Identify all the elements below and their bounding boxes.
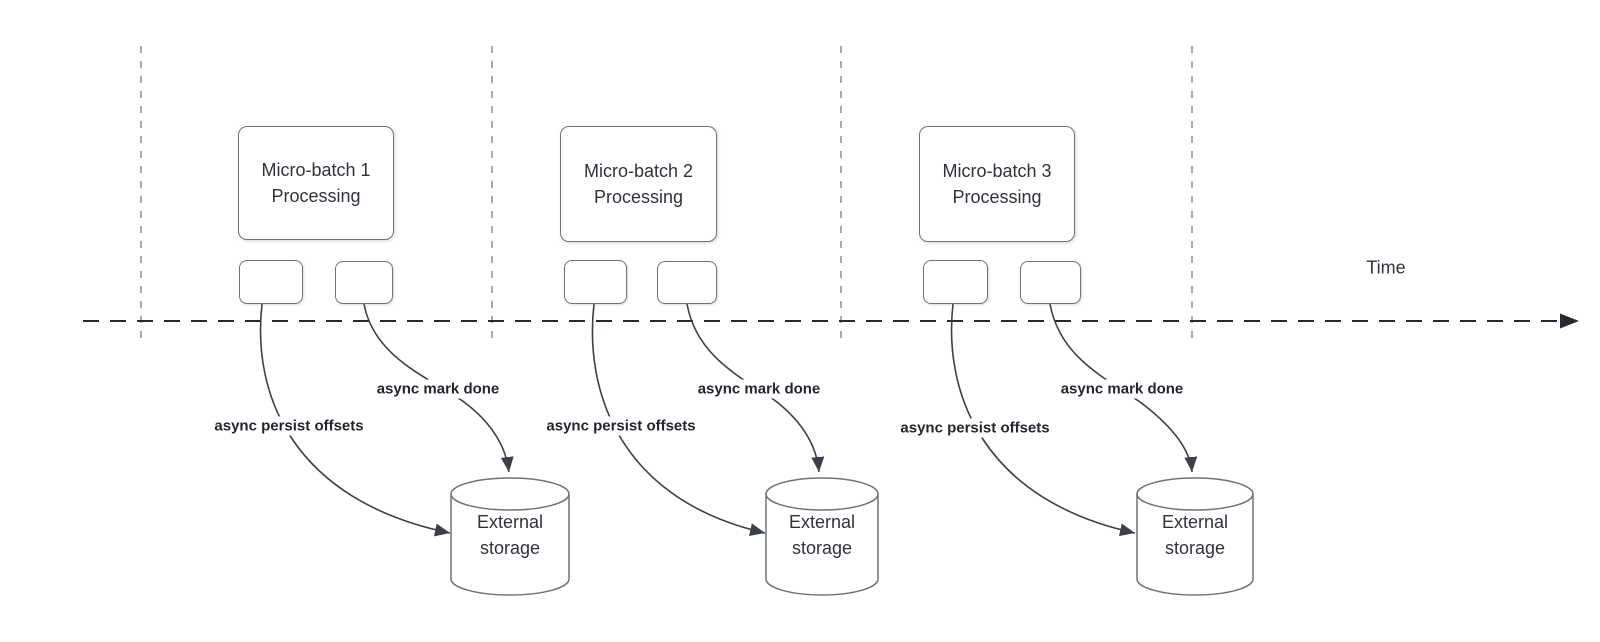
batch-1-done-arrow — [363, 303, 514, 473]
batch-3-processing-box: Micro-batch 3 Processing — [919, 126, 1075, 242]
batch-2-persist-arrow — [591, 303, 766, 536]
batch-1-done-label: async mark done — [372, 379, 504, 399]
batch-2-storage-line1: External — [788, 512, 856, 532]
batch-1-storage-label: External storage — [477, 509, 543, 561]
time-label: Time — [1366, 257, 1406, 278]
batch-2-storage-label: External storage — [789, 509, 855, 561]
batch-2-persist-chip — [564, 260, 627, 304]
batch-3-storage-line2: storage — [1164, 538, 1226, 558]
batch-1-persist-arrow — [259, 303, 451, 537]
batch-2-done-label: async mark done — [693, 379, 825, 399]
batch-1-storage-line2: storage — [479, 538, 541, 558]
batch-2-title-line2: Processing — [593, 187, 684, 207]
batch-2-title-line1: Micro-batch 2 — [583, 161, 694, 181]
batch-1-storage-cylinder — [450, 477, 570, 596]
batch-1-done-chip — [335, 261, 393, 304]
batch-1-persist-label: async persist offsets — [210, 416, 368, 436]
time-axis-arrowhead-icon — [1560, 313, 1579, 329]
batch-3-persist-arrow — [950, 303, 1136, 537]
batch-3-done-arrow — [1049, 303, 1198, 473]
batch-2-processing-box: Micro-batch 2 Processing — [560, 126, 717, 242]
batch-3-done-label: async mark done — [1056, 379, 1188, 399]
batch-1-title-line1: Micro-batch 1 — [261, 160, 371, 180]
batch-2-storage-cylinder — [765, 477, 879, 596]
batch-2-persist-label: async persist offsets — [542, 416, 700, 436]
batch-3-persist-label: async persist offsets — [896, 418, 1054, 438]
batch-3-title-line2: Processing — [952, 187, 1042, 207]
batch-3-done-chip — [1020, 261, 1081, 304]
batch-3-persist-chip — [923, 260, 988, 304]
batch-1-processing-box: Micro-batch 1 Processing — [238, 126, 394, 240]
batch-3-title-line1: Micro-batch 3 — [942, 161, 1052, 181]
batch-3-storage-cylinder — [1136, 477, 1254, 596]
batch-3-storage-label: External storage — [1162, 509, 1228, 561]
batch-1-title-line2: Processing — [271, 186, 361, 206]
batch-2-done-chip — [657, 261, 717, 304]
batch-2-storage-line2: storage — [791, 538, 853, 558]
batch-2-done-arrow — [686, 303, 825, 473]
batch-1-storage-line1: External — [476, 512, 544, 532]
batch-3-storage-line1: External — [1161, 512, 1229, 532]
batch-1-persist-chip — [239, 260, 303, 304]
